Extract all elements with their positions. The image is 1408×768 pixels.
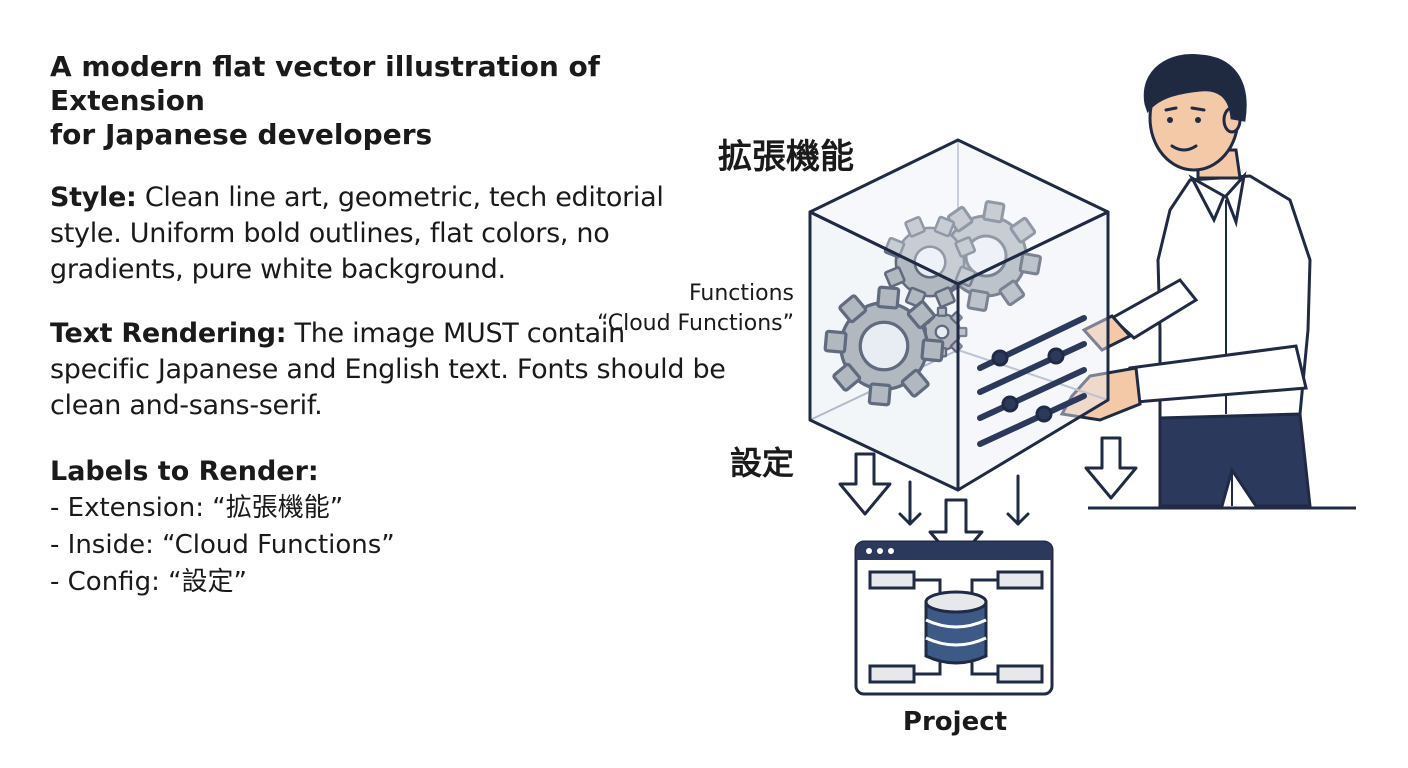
hair bbox=[1143, 53, 1247, 122]
label-item-extension: - Extension: “拡張機能” bbox=[50, 493, 344, 523]
extension-label: 拡張機能 bbox=[718, 137, 854, 177]
text-rendering-text: The image MUST contain specific Japanese… bbox=[50, 318, 726, 421]
cube-right-face bbox=[956, 210, 1110, 492]
illustration-title: A modern flat vector illustration of Ext… bbox=[50, 50, 730, 152]
project-window bbox=[854, 540, 1054, 696]
title-line-2: for Japanese developers bbox=[50, 118, 433, 151]
hand-right bbox=[1059, 366, 1142, 422]
config-sliders bbox=[977, 315, 1087, 447]
text-rendering-label: Text Rendering: bbox=[50, 318, 287, 349]
developer-figure bbox=[1059, 53, 1312, 508]
project-label: Project bbox=[903, 707, 1007, 737]
gear-front bbox=[819, 281, 949, 411]
style-label: Style: bbox=[50, 182, 137, 213]
label-item-config: - Config: “設定” bbox=[50, 567, 248, 597]
arrow-hollow-right bbox=[1084, 436, 1138, 500]
text-rendering-paragraph: Text Rendering: The image MUST contain s… bbox=[50, 316, 730, 424]
title-line-1: A modern flat vector illustration of Ext… bbox=[50, 50, 600, 117]
arrow-hollow-left bbox=[838, 452, 892, 516]
labels-list: - Extension: “拡張機能” - Inside: “Cloud Fun… bbox=[50, 490, 730, 601]
database-icon bbox=[924, 590, 988, 665]
style-paragraph: Style: Clean line art, geometric, tech e… bbox=[50, 180, 730, 288]
cloud-functions-label: “Cloud Functions” bbox=[597, 311, 794, 336]
trousers bbox=[1158, 412, 1312, 508]
style-text: Clean line art, geometric, tech editoria… bbox=[50, 182, 664, 285]
functions-label: Functions bbox=[689, 281, 794, 306]
label-item-inside: - Inside: “Cloud Functions” bbox=[50, 530, 395, 560]
config-label: 設定 bbox=[730, 444, 794, 482]
gear-small bbox=[916, 306, 968, 358]
labels-heading: Labels to Render: bbox=[50, 456, 319, 487]
description-panel: A modern flat vector illustration of Ext… bbox=[50, 50, 730, 601]
